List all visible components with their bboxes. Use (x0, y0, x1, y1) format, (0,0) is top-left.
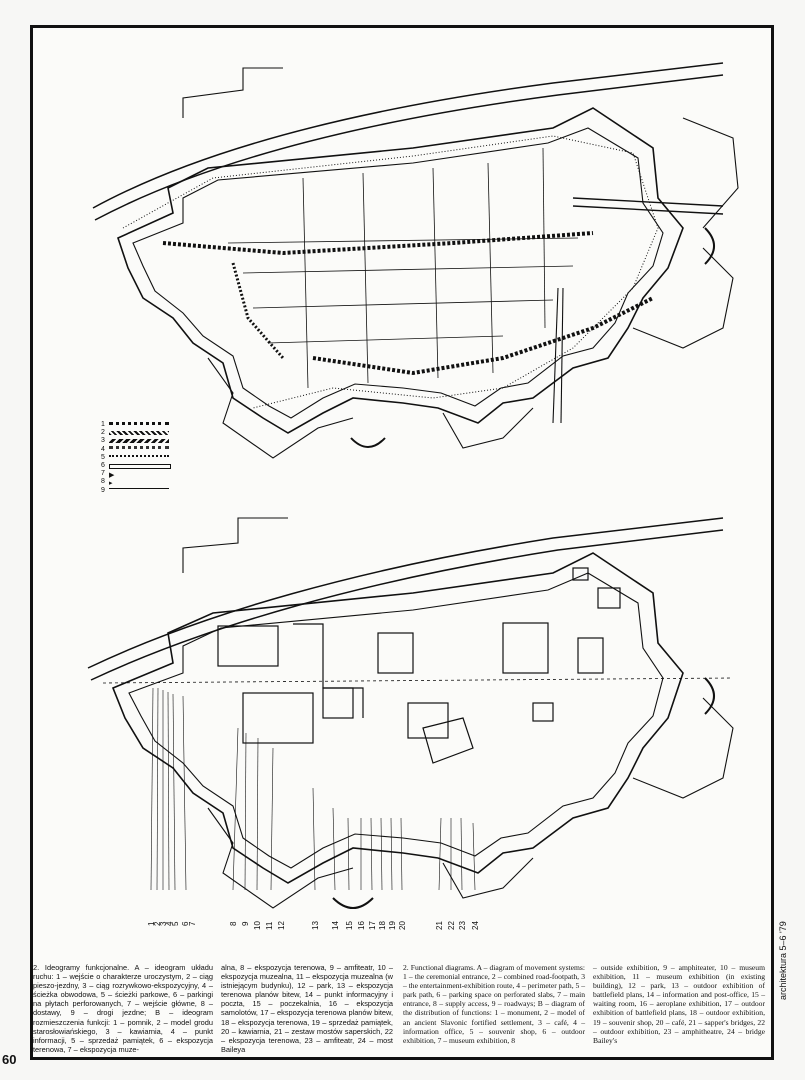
legend-symbol-hatch (109, 431, 169, 436)
legend-number: 9 (101, 486, 105, 494)
caption-polish-column-1: 2. Ideogramy funkcjonalne. A – ideogram … (33, 963, 213, 1054)
callout-number: 12 (277, 921, 286, 930)
legend-symbol-triangles (109, 421, 169, 429)
callout-number: 5 (171, 921, 180, 926)
journal-side-label: architektura 5–6 '79 (778, 921, 788, 1000)
callout-number: 16 (357, 921, 366, 930)
legend-number: 1 (101, 421, 105, 428)
callout-number: 15 (345, 921, 354, 930)
callout-number: 24 (471, 921, 480, 930)
callout-number: 22 (447, 921, 456, 930)
callout-number: 11 (265, 921, 274, 930)
callout-number: 13 (311, 921, 320, 930)
callout-number: 9 (241, 921, 250, 926)
legend-symbol-arrow-small: ▸ (109, 480, 113, 488)
legend-symbol-slabs (109, 463, 171, 469)
legend-number: 3 (101, 437, 105, 445)
callout-number: 19 (388, 921, 397, 930)
legend-plan-a: 1 2 3 4 5 6 7 ▶ 8 ▸ 9 (101, 421, 171, 495)
callout-number: 8 (229, 921, 238, 926)
plan-b-functions-diagram (87, 517, 734, 909)
callout-number: 10 (253, 921, 262, 930)
legend-number: 2 (101, 429, 105, 437)
legend-number: 5 (101, 453, 105, 461)
caption-english-column-2: – outside exhibition, 9 – amphiteater, 1… (593, 963, 765, 1045)
callout-number: 7 (188, 921, 197, 926)
legend-number: 4 (101, 445, 105, 453)
callout-number: 18 (378, 921, 387, 930)
fortress-plans (87, 62, 739, 909)
page-number: 60 (2, 1052, 17, 1067)
caption-block: 2. Ideogramy funkcjonalne. A – ideogram … (33, 963, 777, 1063)
callout-number: 14 (331, 921, 340, 930)
legend-symbol-dots (109, 454, 169, 461)
callout-number: 21 (435, 921, 444, 930)
legend-symbol-heavy-hatch (109, 439, 169, 444)
legend-number: 8 (101, 478, 105, 486)
legend-symbol-arrow: ▶ (109, 472, 115, 480)
plan-a-movement-diagram (92, 62, 739, 459)
legend-symbol-circles (109, 446, 169, 453)
legend-number: 6 (101, 461, 105, 469)
caption-polish-column-2: alna, 8 – ekspozycja terenowa, 9 – amfit… (221, 963, 393, 1054)
figure-frame: 1 2 3 4 5 6 7 ▶ 8 ▸ 9 1 2 3 4 5 6 7 8 9 10… (30, 25, 774, 1060)
callout-number: 20 (398, 921, 407, 930)
legend-symbol-line (109, 488, 169, 493)
legend-number: 7 (101, 470, 105, 478)
caption-english-column-1: 2. Functional diagrams. A – diagram of m… (403, 963, 585, 1045)
callout-leaders (150, 687, 476, 891)
callout-number: 23 (458, 921, 467, 930)
callout-numbers: 1 2 3 4 5 6 7 8 9 10 11 12 13 14 15 16 1… (33, 890, 777, 936)
callout-number: 17 (368, 921, 377, 930)
